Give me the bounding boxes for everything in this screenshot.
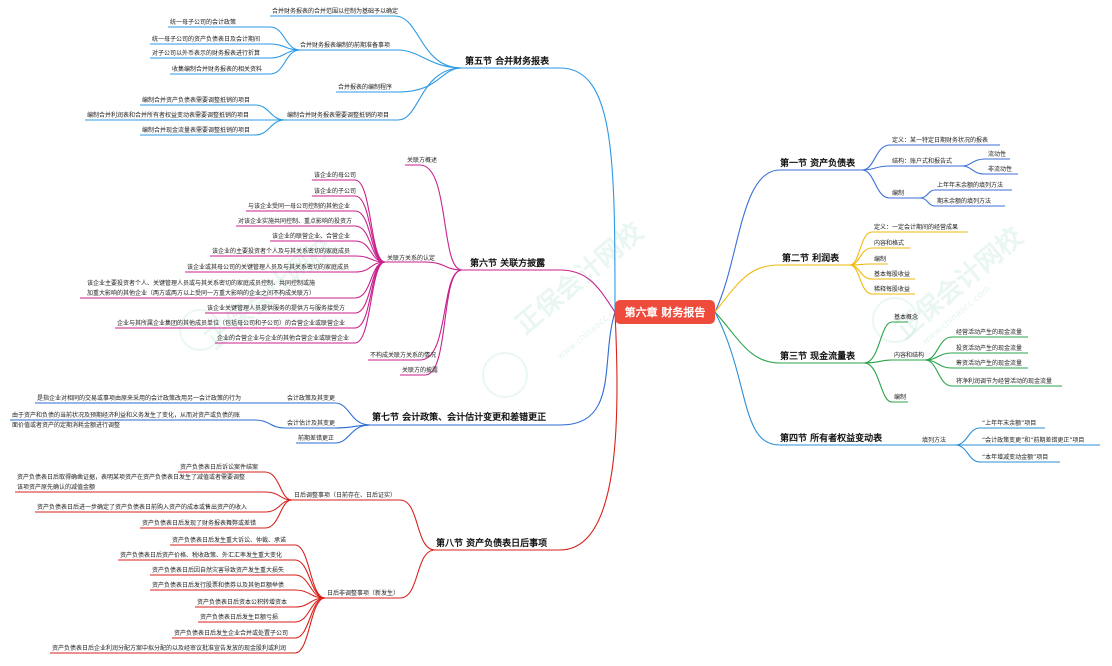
node-estimate-change: 会计估计及其变更: [287, 419, 335, 427]
node-estimate-change-def: 由于资产和负债的当前状况及预期经济利益和义务发生了变化，从而对资产或负债的账: [12, 411, 240, 419]
node-is-adjust: 编制合并利润表和合并所有者权益变动表需要调整抵销的项目: [87, 111, 249, 119]
nonadjusting-item: 资产负债表日后企业利润分配方案中拟分配的以及经审议批准宣告发放的现金股利或利润: [52, 644, 286, 652]
related-item: 该企业的母公司: [314, 171, 356, 179]
related-item: 该企业或其母公司的关键管理人员及与其关系密切的家庭成员: [187, 263, 349, 271]
node-policy-change-def: 是指企业对相同的交易或事项由原来采用的会计政策改用另一会计政策的行为: [37, 394, 241, 402]
branch-s3: [714, 311, 864, 364]
watermark-text: 正保会计网校: [890, 221, 1030, 346]
related-item: 加重大影响的其他企业（两方或两方以上受同一方重大影响的企业之间不构成关联方）: [87, 289, 315, 297]
node-not-related: 不构成关联方关系的情况: [370, 351, 436, 359]
node-prep-items: 合并财务报表编制的前期准备事项: [300, 41, 390, 49]
node-consolidation-scope: 合并财务报表的合并范围以控制为基础予以确定: [272, 7, 398, 15]
section-6-title: 第六节 关联方披露: [470, 257, 546, 269]
node-collect-data: 收集编制合并财务报表的相关资料: [172, 65, 262, 73]
node-fill-method: 填列方法: [922, 436, 946, 444]
nonadjusting-item: 资产负债表日后发生企业合并或处置子公司: [174, 629, 288, 637]
eq-item: “会计政策变更”和“前期差错更正”项目: [982, 436, 1084, 444]
nonadjusting-item: 资产负债表日后发生重大诉讼、仲裁、承诺: [172, 536, 286, 544]
section-7-title: 第七节 会计政策、会计估计变更和差错更正: [372, 411, 546, 423]
is-item: 定义：一定会计期间的经营成果: [874, 223, 958, 231]
related-item: 与该企业受同一母公司控制的其他企业: [248, 202, 350, 210]
node-bs-prepare: 编制: [892, 189, 904, 197]
adjusting-item: 资产负债表日后进一步确定了资产负债表日前购入资产的成本或售出资产的收入: [37, 503, 247, 511]
section-5: 第五节 合并财务报表 合并财务报表的合并范围以控制为基础予以确定 合并财务报表编…: [85, 7, 550, 136]
adjusting-item: 该项资产原先确认的减值金额: [17, 483, 95, 491]
section-2: 第二节 利润表 定义：一定会计期间的经营成果 内容和格式 编制 基本每股收益 稀…: [782, 223, 968, 295]
node-adjusting-events: 日后调整事项（日前存在、日后证实）: [294, 491, 396, 499]
node-bs-definition: 定义：某一特定日期财务状况的报表: [892, 136, 988, 144]
section-4-title: 第四节 所有者权益变动表: [780, 432, 883, 444]
section-7: 第七节 会计政策、会计估计变更和差错更正 会计政策及其变更 是指企业对相同的交易…: [10, 394, 546, 444]
node-nonadjusting-events: 日后非调整事项（新发生）: [327, 589, 399, 597]
section-4: 第四节 所有者权益变动表 填列方法 “上年年末余额”项目 “会计政策变更”和“前…: [780, 419, 1100, 463]
center-node[interactable]: 第六章 财务报告: [615, 300, 715, 324]
cf-activity: 经营活动产生的现金流量: [956, 328, 1022, 336]
node-cf-prepare: 编制: [894, 393, 906, 401]
nonadjusting-item: 资产负债表日后发生巨额亏损: [200, 613, 278, 621]
node-unify-date: 统一母子公司的资产负债表日及会计期间: [152, 35, 260, 43]
node-estimate-change-def-2: 面价值或者资产的定期消耗金额进行调整: [12, 421, 120, 429]
related-item: 该企业主要投资者个人、关键管理人员或与其关系密切的家庭成员控制、共同控制或施: [87, 279, 315, 287]
node-cf-concept: 基本概念: [894, 313, 918, 321]
node-ending-balance: 期末余额的填列方法: [937, 197, 991, 205]
cf-activity: 将净利润调节为经营活动的现金流量: [956, 377, 1052, 385]
nonadjusting-item: 资产负债表日后因自然灾害导致资产发生重大损失: [152, 566, 284, 574]
cf-activity: 投资活动产生的现金流量: [956, 344, 1022, 352]
section-6: 第六节 关联方披露 关联方概述 关联方关系的认定 该企业的母公司 该企业的子公司…: [80, 156, 546, 376]
node-bs-adjust: 编制合并资产负债表需要调整抵销的项目: [142, 96, 250, 104]
node-related-disclosure: 关联方的披露: [402, 366, 438, 374]
node-fx-translation: 对子公司以外币表示的财务报表进行折算: [152, 49, 260, 57]
section-2-title: 第二节 利润表: [782, 252, 840, 264]
is-item: 基本每股收益: [874, 270, 910, 278]
node-cf-structure: 内容和结构: [894, 351, 924, 359]
branch-s2: [714, 264, 850, 313]
related-item: 该企业关键管理人员提供服务的提供方与服务接受方: [207, 304, 345, 312]
node-policy-change: 会计政策及其变更: [287, 394, 335, 402]
eq-item: “本年增减变动金额”项目: [982, 453, 1048, 461]
node-procedure: 合并报表的编制程序: [338, 83, 392, 91]
node-cf-adjust: 编制合并现金流量表需要调整抵销的项目: [142, 126, 250, 134]
cf-activity: 筹资活动产生的现金流量: [956, 359, 1022, 367]
node-prior-balance: 上年年末余额的填列方法: [937, 181, 1003, 189]
related-item: 该企业的子公司: [314, 187, 356, 195]
adjusting-item: 资产负债表日后取得确凿证据，表明某项资产在资产负债表日发生了减值或者需要调整: [17, 473, 245, 481]
node-unify-policy: 统一母子公司的会计政策: [170, 18, 236, 26]
is-item: 编制: [874, 255, 886, 263]
eq-item: “上年年末余额”项目: [982, 419, 1036, 427]
section-8: 第八节 资产负债表日后事项 日后调整事项（日前存在、日后证实） 资产负债表日后诉…: [15, 463, 547, 654]
section-5-title: 第五节 合并财务报表: [465, 55, 550, 67]
adjusting-item: 资产负债表日后诉讼案件结案: [180, 463, 258, 471]
branch-s7: [370, 311, 616, 426]
node-related-overview: 关联方概述: [407, 156, 437, 164]
nonadjusting-item: 资产负债表日后资本公积转增资本: [197, 598, 287, 606]
branch-s5: [462, 67, 616, 313]
node-bs-structure: 结构：账户式和报告式: [892, 157, 952, 165]
section-1: 第一节 资产负债表 定义：某一特定日期财务状况的报表 结构：账户式和报告式 流动…: [780, 136, 1018, 207]
node-noncurrent: 非流动性: [988, 165, 1012, 173]
related-item: 企业与其所属企业集团的其他成员单位（包括母公司和子公司）的合营企业或联营企业: [117, 319, 345, 327]
nonadjusting-item: 资产负债表日后资产价格、税收政策、外汇汇率发生重大变化: [120, 551, 282, 559]
related-item: 企业的合营企业与企业的其他合营企业或联营企业: [217, 334, 349, 342]
nonadjusting-item: 资产负债表日后发行股票和债券以及其他巨额举债: [152, 581, 284, 589]
node-current: 流动性: [988, 150, 1006, 158]
section-8-title: 第八节 资产负债表日后事项: [436, 537, 547, 549]
center-label: 第六章 财务报告: [625, 305, 706, 319]
section-3: 第三节 现金流量表 基本概念 内容和结构 经营活动产生的现金流量 投资活动产生的…: [780, 313, 1062, 403]
related-item: 该企业的主要投资者个人及与其关系密切的家庭成员: [212, 247, 350, 255]
related-item: 对该企业实施共同控制、重点影响的投资方: [238, 217, 352, 225]
section-1-title: 第一节 资产负债表: [780, 157, 856, 169]
branch-s1: [714, 169, 862, 313]
node-error-correction: 前期差错更正: [298, 434, 334, 442]
node-related-identify: 关联方关系的认定: [387, 254, 435, 262]
branch-s4: [714, 311, 890, 446]
is-item: 稀释每股收益: [874, 285, 910, 293]
branch-s6: [462, 269, 616, 313]
node-adjust-items: 编制合并财务报表需要调整抵销的项目: [287, 111, 389, 119]
adjusting-item: 资产负债表日后发现了财务报表舞弊或差错: [142, 519, 256, 527]
section-3-title: 第三节 现金流量表: [780, 350, 856, 362]
related-item: 该企业的联营企业、合营企业: [272, 232, 350, 240]
branch-s8: [435, 311, 618, 551]
is-item: 内容和格式: [874, 239, 904, 247]
